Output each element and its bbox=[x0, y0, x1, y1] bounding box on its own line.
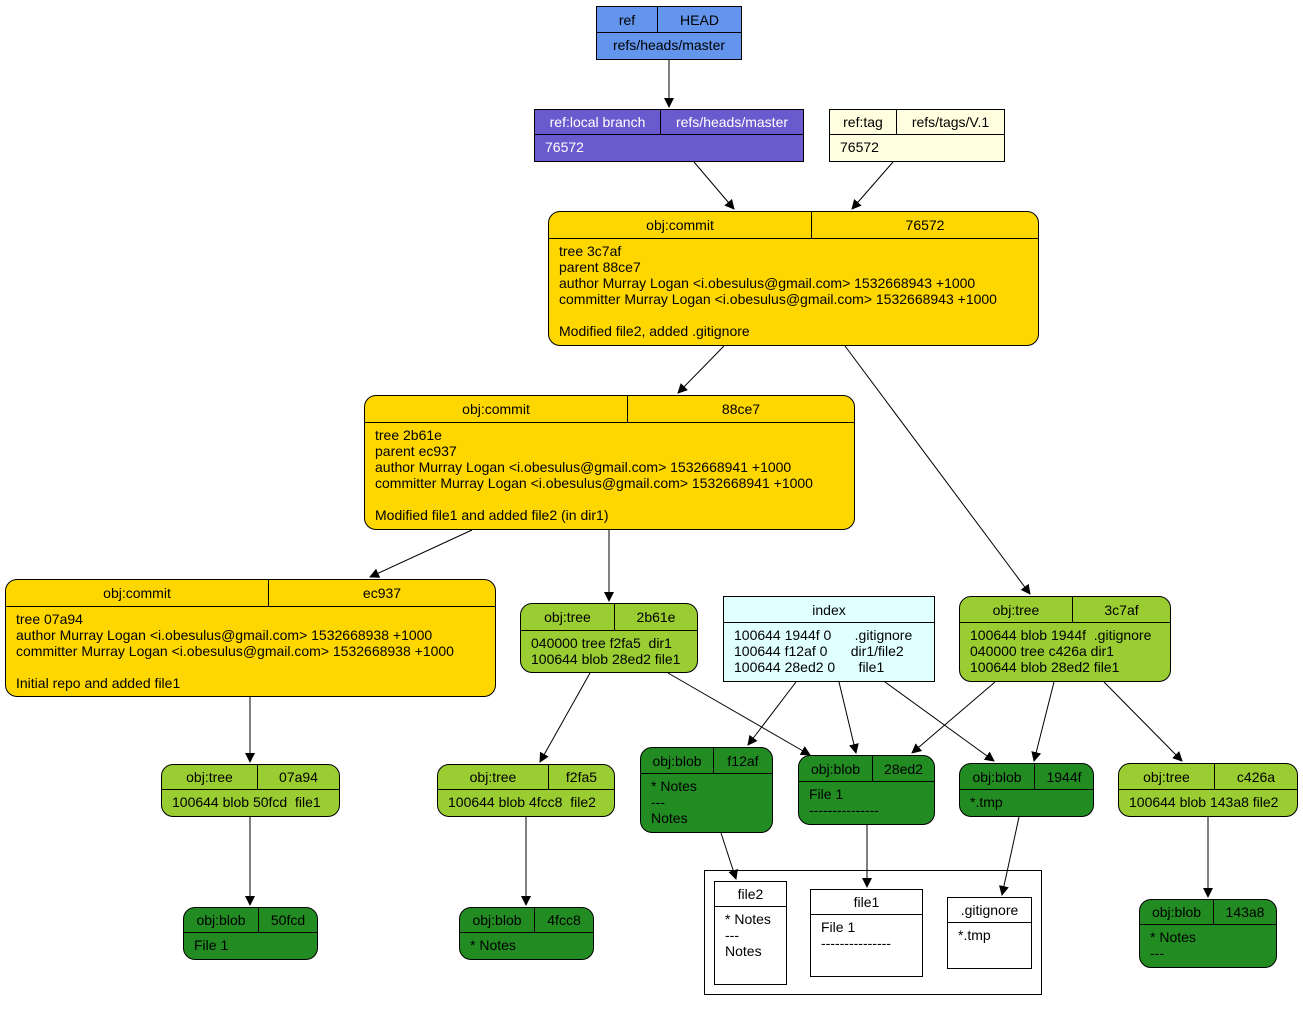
node-id: 50fcd bbox=[258, 908, 317, 932]
edge-t2b61e-to-b28ed2 bbox=[667, 672, 811, 756]
node-id: refs/heads/master bbox=[660, 110, 803, 134]
node-id: 28ed2 bbox=[872, 756, 934, 781]
node-blob-143a8: obj:blob 143a8 * Notes --- bbox=[1139, 899, 1277, 968]
node-commit-88ce7: obj:commit 88ce7 tree 2b61e parent ec937… bbox=[364, 395, 855, 530]
node-id: 1944f bbox=[1034, 764, 1093, 789]
node-body: 76572 bbox=[545, 139, 584, 155]
node-body: * Notes bbox=[470, 937, 516, 953]
workdir-gitignore: .gitignore *.tmp bbox=[947, 897, 1032, 969]
node-kind: obj:tree bbox=[992, 601, 1040, 618]
node-blob-50fcd: obj:blob 50fcd File 1 bbox=[183, 907, 318, 960]
node-body: 100644 1944f 0 .gitignore 100644 f12af 0… bbox=[734, 627, 913, 675]
node-body: 100644 blob 143a8 file2 bbox=[1129, 794, 1279, 810]
node-body: tree 07a94 author Murray Logan <i.obesul… bbox=[16, 611, 454, 691]
node-id: c426a bbox=[1214, 764, 1297, 789]
node-id: f12af bbox=[713, 748, 772, 773]
workdir-file2: file2 * Notes --- Notes bbox=[714, 881, 787, 985]
node-kind: obj:tree bbox=[1143, 768, 1190, 785]
edge-t3c7af-to-tc426a bbox=[1103, 681, 1183, 762]
edge-master-to-c76572 bbox=[693, 161, 735, 210]
edge-tag-to-c76572 bbox=[851, 161, 894, 210]
edge-t3c7af-to-b1944f bbox=[1031, 681, 1055, 762]
file-content: * Notes --- Notes bbox=[725, 911, 771, 959]
node-body: * Notes --- bbox=[1150, 929, 1196, 961]
workdir-file1: file1 File 1 --------------- bbox=[810, 889, 923, 977]
node-id: refs/tags/V.1 bbox=[896, 110, 1004, 134]
node-id: 4fcc8 bbox=[534, 908, 593, 932]
node-kind: obj:tree bbox=[186, 769, 233, 785]
node-commit-76572: obj:commit 76572 tree 3c7af parent 88ce7… bbox=[548, 211, 1039, 346]
node-id: 07a94 bbox=[257, 765, 339, 789]
node-kind: obj:blob bbox=[972, 768, 1022, 785]
node-kind: obj:tree bbox=[544, 609, 591, 625]
node-kind: obj:blob bbox=[1151, 904, 1202, 920]
node-index: index 100644 1944f 0 .gitignore 100644 f… bbox=[723, 596, 935, 682]
file-title: file1 bbox=[811, 890, 922, 915]
node-kind: obj:commit bbox=[646, 217, 714, 233]
node-local-branch: ref:local branch refs/heads/master 76572 bbox=[534, 109, 804, 162]
node-kind: obj:blob bbox=[652, 752, 702, 769]
edge-c76572-to-c88ce7 bbox=[677, 345, 725, 394]
node-body: File 1 bbox=[194, 937, 229, 953]
node-body: tree 2b61e parent ec937 author Murray Lo… bbox=[375, 427, 813, 523]
node-tree-f2fa5: obj:tree f2fa5 100644 blob 4fcc8 file2 bbox=[437, 764, 615, 817]
node-body: 100644 blob 4fcc8 file2 bbox=[448, 794, 596, 810]
working-directory bbox=[704, 870, 1042, 995]
edge-bf12af-to-wf2 bbox=[720, 832, 738, 880]
node-body: *.tmp bbox=[970, 794, 1003, 810]
edge-t2b61e-to-tf2fa5 bbox=[539, 672, 591, 763]
edge-index-to-b1944f bbox=[884, 681, 995, 762]
node-body: 76572 bbox=[840, 139, 879, 155]
edge-c76572-to-t3c7af bbox=[844, 345, 1031, 595]
node-body: * Notes --- Notes bbox=[651, 778, 697, 826]
edge-t3c7af-to-b28ed2 bbox=[911, 681, 996, 754]
node-id: f2fa5 bbox=[548, 765, 614, 789]
node-id: ec937 bbox=[268, 580, 495, 606]
edge-index-to-b28ed2 bbox=[838, 681, 859, 754]
node-tag-ref: ref:tag refs/tags/V.1 76572 bbox=[829, 109, 1005, 162]
node-kind: obj:blob bbox=[472, 912, 522, 928]
file-title: file2 bbox=[715, 882, 786, 907]
edge-c88ce7-to-cec937 bbox=[369, 529, 473, 578]
node-blob-1944f: obj:blob 1944f *.tmp bbox=[959, 763, 1094, 817]
node-commit-ec937: obj:commit ec937 tree 07a94 author Murra… bbox=[5, 579, 496, 697]
node-body: 100644 blob 50fcd file1 bbox=[172, 794, 321, 810]
node-id: 3c7af bbox=[1072, 597, 1170, 622]
node-blob-4fcc8: obj:blob 4fcc8 * Notes bbox=[459, 907, 594, 960]
node-kind: ref:tag bbox=[843, 114, 883, 130]
node-id: 143a8 bbox=[1213, 900, 1276, 924]
node-blob-28ed2: obj:blob 28ed2 File 1 --------------- bbox=[798, 755, 935, 825]
node-body: tree 3c7af parent 88ce7 author Murray Lo… bbox=[559, 243, 997, 339]
node-kind: ref:local branch bbox=[549, 114, 646, 130]
node-tree-2b61e: obj:tree 2b61e 040000 tree f2fa5 dir1 10… bbox=[520, 603, 698, 673]
node-body: refs/heads/master bbox=[612, 37, 726, 53]
edge-b1944f-to-wgi bbox=[999, 816, 1020, 896]
edge-index-to-bf12af bbox=[747, 681, 797, 746]
node-body: 100644 blob 1944f .gitignore 040000 tree… bbox=[970, 627, 1152, 675]
node-kind: ref bbox=[618, 11, 636, 28]
node-kind: obj:commit bbox=[462, 401, 530, 417]
node-id: 2b61e bbox=[614, 604, 697, 630]
node-kind: obj:blob bbox=[810, 760, 861, 777]
node-tree-c426a: obj:tree c426a 100644 blob 143a8 file2 bbox=[1118, 763, 1298, 817]
node-kind: obj:tree bbox=[469, 769, 517, 785]
node-kind: index bbox=[812, 601, 846, 618]
node-body: File 1 --------------- bbox=[809, 786, 879, 818]
node-kind: obj:commit bbox=[103, 585, 171, 601]
file-title: .gitignore bbox=[948, 898, 1031, 923]
node-id: 88ce7 bbox=[627, 396, 854, 422]
node-tree-3c7af: obj:tree 3c7af 100644 blob 1944f .gitign… bbox=[959, 596, 1171, 682]
file-content: *.tmp bbox=[958, 927, 991, 943]
node-id: 76572 bbox=[811, 212, 1038, 238]
file-content: File 1 --------------- bbox=[821, 919, 891, 951]
node-blob-f12af: obj:blob f12af * Notes --- Notes bbox=[640, 747, 773, 833]
node-id: HEAD bbox=[657, 7, 741, 32]
node-head-ref: ref HEAD refs/heads/master bbox=[596, 6, 742, 60]
node-body: 040000 tree f2fa5 dir1 100644 blob 28ed2… bbox=[531, 635, 681, 667]
node-kind: obj:blob bbox=[196, 912, 246, 928]
node-tree-07a94: obj:tree 07a94 100644 blob 50fcd file1 bbox=[161, 764, 340, 817]
